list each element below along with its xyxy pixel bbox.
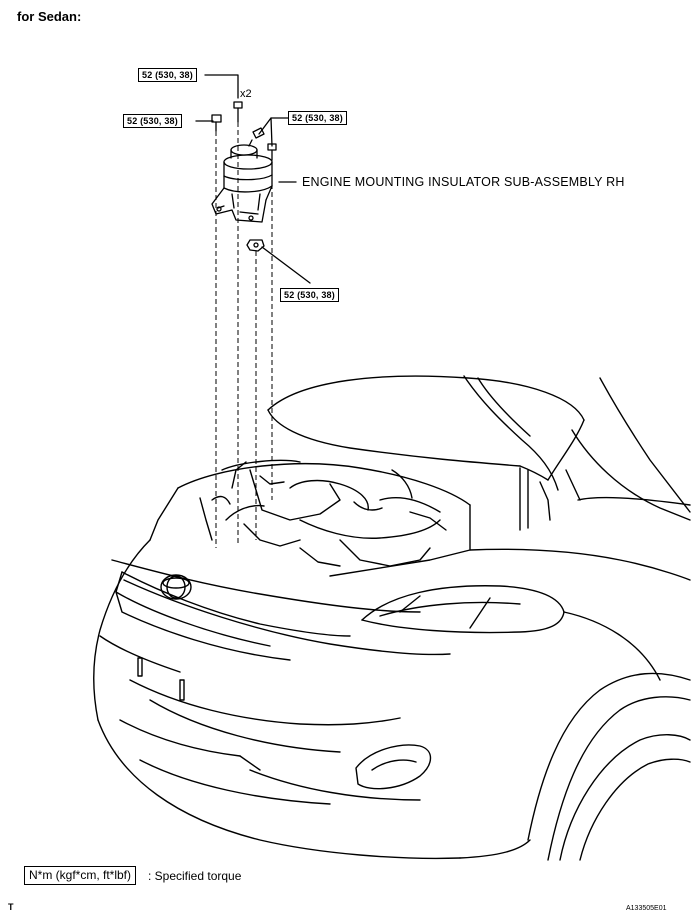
torque-spec-right-bolt: 52 (530, 38) (288, 111, 347, 125)
bolt-right-a (248, 127, 265, 147)
plate-marker-right (179, 679, 185, 701)
front-bumper (93, 539, 531, 860)
corner-mark: T (8, 902, 14, 912)
engine-bay (149, 459, 471, 577)
toyota-emblem (160, 574, 192, 600)
torque-spec-top-bolt: 52 (530, 38) (138, 68, 197, 82)
part-name-label: ENGINE MOUNTING INSULATOR SUB-ASSEMBLY R… (302, 175, 625, 189)
mount-nut (246, 239, 265, 252)
plate-marker-left (137, 657, 143, 677)
windshield-frame (565, 377, 691, 521)
front-tire (559, 734, 691, 861)
page-header: for Sedan: (17, 9, 82, 24)
torque-legend-symbol: N*m (kgf*cm, ft*lbf) (24, 866, 137, 885)
bolt-right-b (267, 143, 277, 161)
leader-right-2 (270, 117, 273, 147)
bolt-left (211, 114, 222, 132)
bolt-quantity-label: x2 (240, 88, 252, 100)
leader-nut (261, 246, 311, 284)
mount-insulator (211, 144, 273, 223)
leader-top (204, 74, 239, 99)
grille (115, 571, 351, 661)
torque-legend-text: : Specified torque (148, 869, 242, 883)
headlight (361, 585, 565, 634)
figure-code: A133505E01 (626, 905, 667, 912)
bolt-top (233, 101, 243, 123)
front-fender (469, 548, 691, 861)
lower-intake (249, 769, 421, 801)
torque-spec-nut: 52 (530, 38) (280, 288, 339, 302)
open-hood (267, 375, 585, 521)
torque-spec-left-bolt: 52 (530, 38) (123, 114, 182, 128)
fog-light (355, 744, 432, 790)
